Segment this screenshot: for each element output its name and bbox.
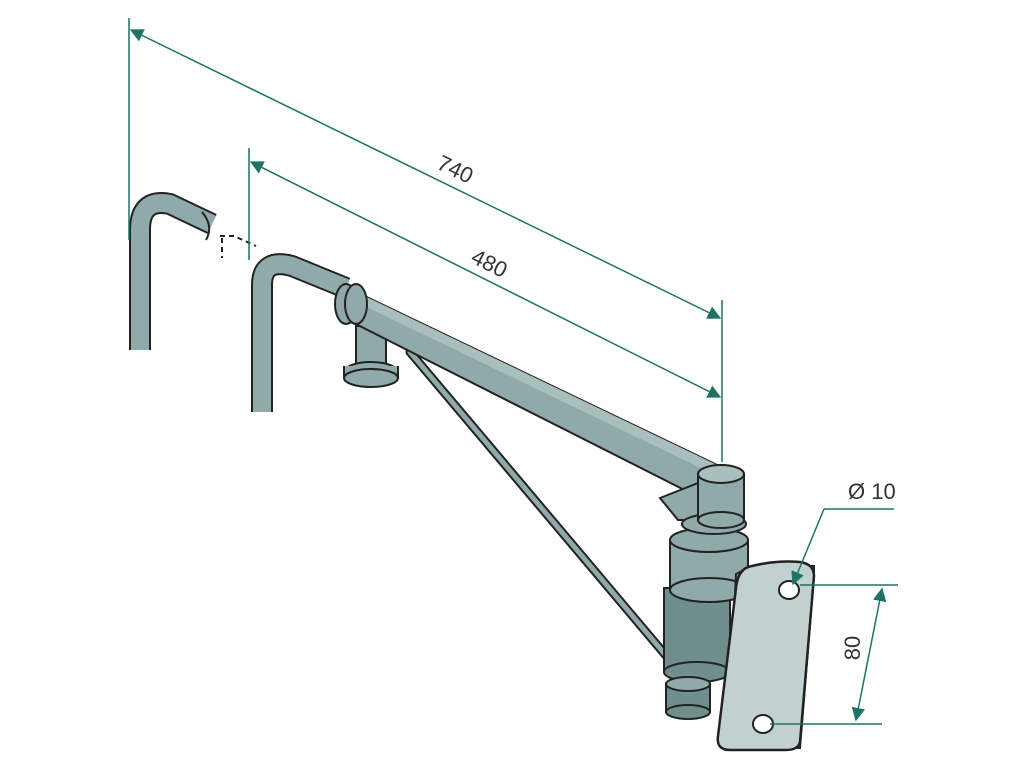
dimension-80-label: 80 — [840, 636, 865, 660]
mounting-plate — [716, 560, 816, 752]
diameter-arrow-line — [791, 508, 825, 586]
main-arm-tube — [342, 288, 742, 512]
dimension-80-line — [851, 587, 887, 722]
hinge-body — [663, 464, 749, 720]
short-hook-rod — [251, 253, 351, 412]
dimension-740-line — [129, 29, 722, 319]
diameter-label: Ø 10 — [848, 479, 896, 504]
dimension-lines — [128, 18, 898, 725]
brace-rod — [405, 347, 673, 663]
dimension-480-line — [249, 161, 722, 398]
dimension-480-label: 480 — [467, 244, 511, 283]
dimension-740-label: 740 — [433, 150, 477, 189]
long-hook-rod — [129, 192, 217, 350]
hidden-connection-lines — [220, 235, 257, 258]
upper-mounting-hole — [778, 580, 800, 600]
arm-collar — [334, 283, 368, 325]
